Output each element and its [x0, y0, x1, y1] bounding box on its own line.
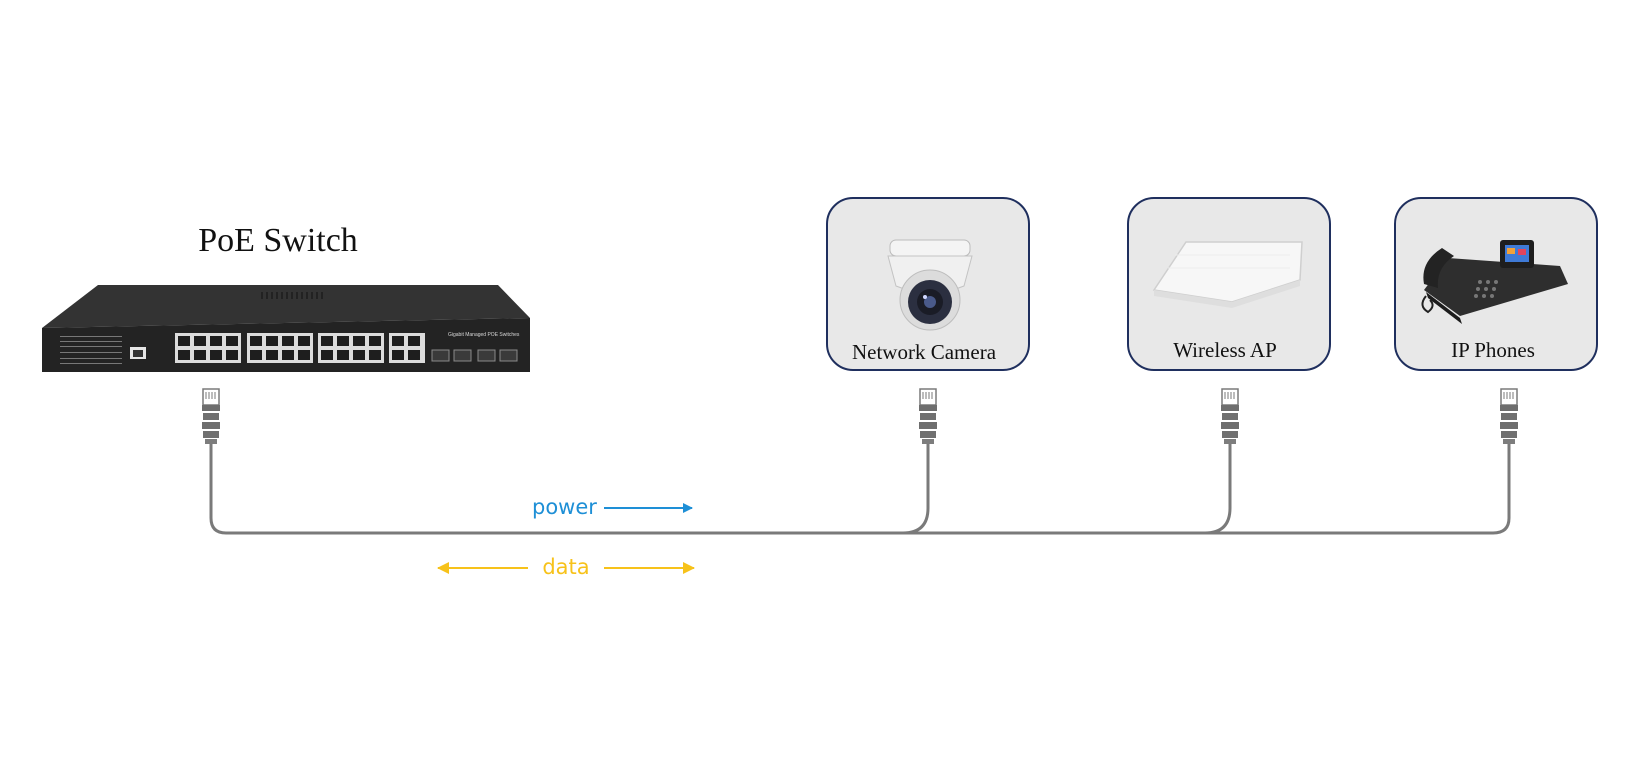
device-wireless-ap: Wireless AP: [1127, 197, 1331, 371]
switch-model-text: Gigabit Managed POE Switches: [448, 332, 520, 338]
device-network-camera: Network Camera: [826, 197, 1030, 371]
data-label: data: [542, 555, 589, 579]
access-point-icon: [1152, 241, 1303, 308]
camera-icon: [887, 239, 973, 331]
phone-rj45-connector-icon: [1499, 388, 1519, 445]
switch-rj45-connector-icon: [201, 388, 221, 445]
device-ip-phone: IP Phones: [1394, 197, 1598, 371]
camera-cable: [902, 444, 930, 535]
ap-rj45-connector-icon: [1220, 388, 1240, 445]
ip-phone-icon: [1421, 240, 1568, 324]
device-label: Network Camera: [852, 340, 997, 364]
device-label: Wireless AP: [1173, 338, 1277, 362]
data-flow: data: [437, 555, 695, 579]
device-label: IP Phones: [1451, 338, 1535, 362]
camera-rj45-connector-icon: [918, 388, 938, 445]
power-flow: power: [532, 495, 693, 519]
diagram-title: PoE Switch: [198, 222, 358, 259]
poe-switch-device: Gigabit Managed POE Switches: [42, 285, 530, 372]
ap-cable: [1204, 444, 1232, 535]
power-label: power: [532, 495, 597, 519]
main-cable: [209, 444, 1511, 535]
cable-network: [209, 444, 1511, 535]
